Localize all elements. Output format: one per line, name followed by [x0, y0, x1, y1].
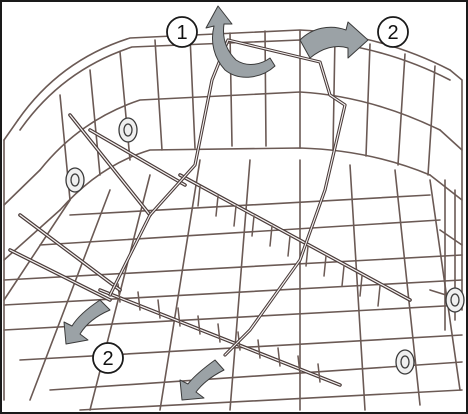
basket-rollers: [65, 117, 465, 375]
upper-tine-row: [178, 173, 412, 307]
step-marker-2-top-label: 2: [387, 22, 398, 44]
lower-tine-row: [98, 283, 342, 387]
step-marker-2-top: 2: [377, 16, 409, 48]
roller-left-back: [118, 117, 138, 143]
lift-up-arrow: [205, 5, 276, 78]
step-marker-2-bottom-label: 2: [102, 348, 113, 370]
pull-out-arrow-center: [179, 359, 225, 401]
pull-out-arrow-left: [63, 299, 111, 345]
roller-front-right: [395, 349, 415, 375]
step-marker-1: 1: [166, 16, 198, 48]
roller-right: [445, 287, 465, 313]
roller-left-front: [65, 167, 85, 193]
cup-rack-arms: [8, 113, 187, 302]
step-marker-1-label: 1: [176, 22, 187, 44]
rack-handle[interactable]: [108, 38, 347, 357]
step-marker-2-bottom: 2: [92, 342, 124, 374]
rotate-arrow: [299, 21, 369, 59]
